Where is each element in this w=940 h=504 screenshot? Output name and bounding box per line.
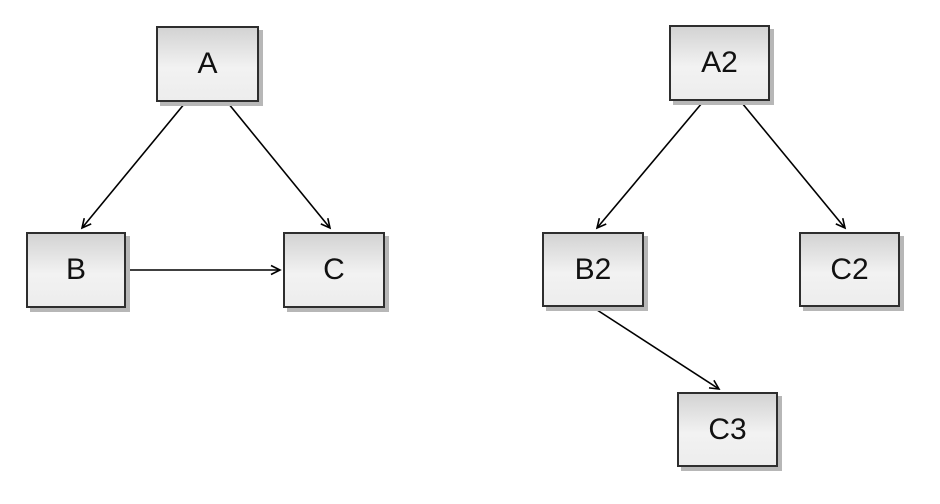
edge-a-c [227, 102, 332, 230]
node-c2[interactable]: C2 [799, 232, 900, 307]
node-c[interactable]: C [283, 232, 385, 308]
edge-b2-c3 [593, 307, 721, 390]
edge-a2-c2 [741, 102, 847, 230]
node-c-label: C [323, 253, 345, 286]
node-c3-label: C3 [708, 412, 747, 446]
node-c3[interactable]: C3 [677, 392, 778, 467]
node-a[interactable]: A [156, 26, 259, 102]
node-a2[interactable]: A2 [669, 25, 770, 101]
edge-a2-b2 [595, 102, 703, 230]
node-b-label: B [65, 253, 86, 286]
node-b[interactable]: B [26, 232, 126, 308]
node-a-label: A [197, 47, 218, 80]
edge-a-b [80, 102, 186, 230]
node-a2-label: A2 [701, 46, 738, 79]
node-c2-label: C2 [830, 252, 869, 286]
node-b2-label: B2 [574, 252, 612, 286]
node-b2[interactable]: B2 [542, 232, 644, 307]
